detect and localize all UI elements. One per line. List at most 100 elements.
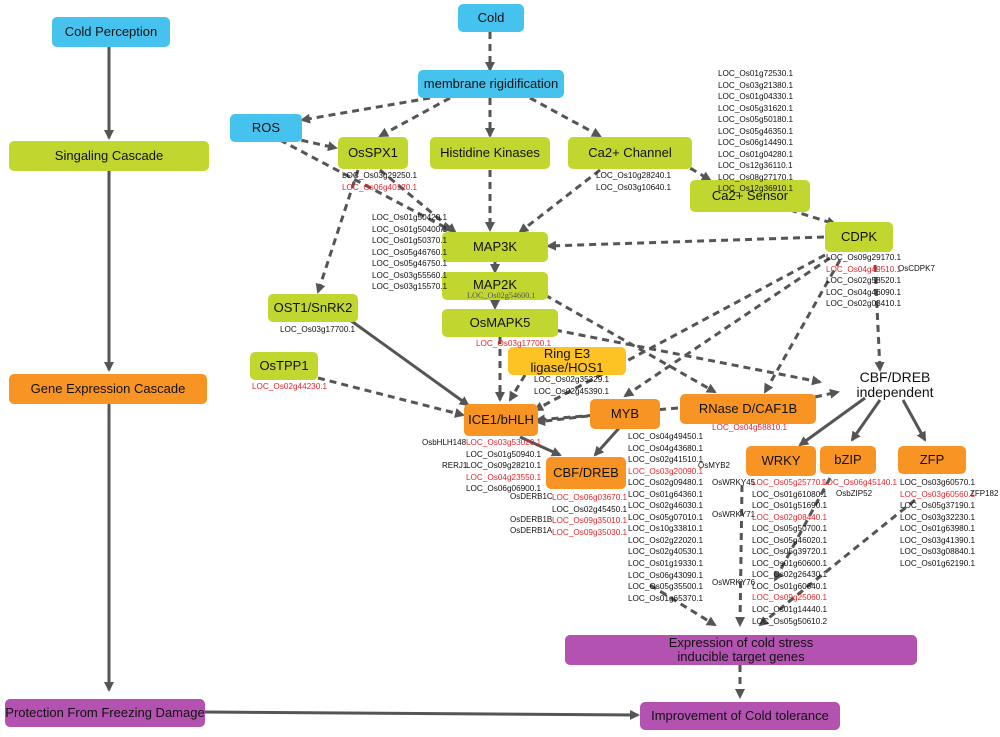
wrky-node: WRKY (746, 446, 816, 476)
locus-item: LOC_Os01g04330.1 (718, 92, 794, 102)
membrane-rigidification-node: membrane rigidification (418, 70, 564, 98)
locus-item: LOC_Os04g46090.1 (826, 287, 902, 297)
ostpp1-locus: LOC_Os02g44230.1 (252, 381, 327, 393)
osspx1-locus: LOC_Os03g29250.1 (342, 171, 418, 180)
edge-rnase-cbf-indep (814, 388, 840, 399)
osbzip52-label: OsbZIP52 (836, 489, 873, 498)
rnase-locus-text: LOC_Os04g58810.1 (712, 423, 788, 432)
locus-item: LOC_Os12g36910.1 (718, 184, 794, 194)
osderb1c-label: OsDERB1C (510, 492, 553, 501)
locus-item: LOC_Os06g03670.1 (552, 493, 628, 502)
locus-item: LOC_Os02g22020.1 (628, 535, 704, 545)
locus-item: LOC_Os05g46350.1 (718, 126, 794, 136)
bzip-locus-text: LOC_Os06g45140.1 (822, 478, 898, 487)
locus-item: LOC_Os03g60560.1 (900, 489, 976, 499)
locus-item: LOC_Os02g58520.1 (826, 276, 902, 286)
myb-node: MYB (590, 399, 660, 429)
locus-item: LOC_Os04g49510.1 (826, 264, 902, 274)
edge-osspx1-map3k (379, 168, 457, 234)
edge-ros-map3k (279, 138, 452, 232)
edge-osspx1-ost1 (315, 169, 360, 294)
edge-osmapk5-cbf-indep (554, 328, 822, 386)
locus-item: LOC_Os08g27170.1 (718, 172, 794, 182)
locus-item: LOC_Os02g09480.1 (628, 478, 704, 488)
osspx1-node: OsSPX1 (338, 137, 408, 169)
locus-item: LOC_Os02g03410.1 (826, 299, 902, 309)
locus-item: LOC_Os01g65370.1 (628, 593, 704, 603)
signaling-cascade-node: Singaling Cascade (9, 141, 209, 171)
cbf-dreb-independent-node: CBF/DREB independent (856, 368, 934, 400)
locus-item: LOC_Os02g40530.1 (628, 547, 704, 557)
osmapk5-locus-text: LOC_Os03g17700.1 (476, 339, 552, 348)
map2k-locus: LOC_Os02g54600.1 (467, 290, 535, 302)
locus-item: LOC_Os02g45390.1 (534, 386, 610, 396)
locus-item: LOC_Os05g25770.1 (752, 478, 828, 487)
edge-cbf-indep-wrky (798, 396, 866, 447)
locus-item: LOC_Os05g35500.1 (628, 582, 704, 592)
edge-cdpk-rnase (763, 259, 842, 394)
locus-item: LOC_Os04g23550.1 (466, 472, 542, 482)
map2k-node: MAP2K (442, 272, 548, 300)
edge-ring-ice1 (508, 374, 527, 402)
oswrky76-label: OsWRKY76 (712, 578, 756, 587)
ros-node: ROS (230, 114, 302, 142)
edge-membrane-ca-channel (529, 96, 602, 138)
locus-item: LOC_Os05g50180.1 (718, 115, 794, 125)
locus-item: LOC_Os05g46760.1 (372, 247, 448, 257)
locus-item: LOC_Os01g19330.1 (628, 559, 704, 569)
edge-cbf-indep-bzip (850, 399, 882, 442)
locus-item: LOC_Os03g55560.1 (372, 270, 448, 280)
edge-ost1-ice1 (349, 318, 470, 407)
edge-cbf-indep-zfp (901, 399, 927, 442)
locus-item: LOC_Os02g41510.1 (628, 455, 704, 465)
edge-myb-ice1 (535, 414, 589, 427)
locus-item: LOC_Os01g50940.1 (466, 449, 542, 459)
locus-item: LOC_Os03g53020.1 (466, 438, 542, 447)
osmapk5-node: OsMAPK5 (442, 309, 558, 337)
edge-cdpk-cbf-indep (873, 264, 885, 372)
locus-item: LOC_Os01g60640.1 (752, 581, 828, 591)
locus-item: LOC_Os05g37190.1 (900, 501, 976, 511)
locus-item: LOC_Os01g62190.1 (900, 558, 976, 568)
locus-item: LOC_Os02g46030.1 (628, 501, 704, 511)
bzip-locus: LOC_Os06g45140.1 (822, 477, 897, 489)
edge-ca-channel-map3k (518, 168, 601, 234)
locus-item: LOC_Os03g15570.1 (372, 282, 448, 292)
cbf-dreb-node: CBF/DREB (546, 457, 626, 489)
locus-item: LOC_Os01g61080.1 (752, 489, 828, 499)
locus-item: LOC_Os05g46750.1 (372, 259, 448, 269)
locus-item: LOC_Os01g50420.1 (372, 213, 448, 222)
ostpp1-node: OsTPP1 (250, 352, 318, 380)
edge-membrane-ros (300, 96, 431, 124)
edge-cdpk-ice1 (533, 253, 826, 412)
locus-item: LOC_Os01g60600.1 (752, 558, 828, 568)
expression-target-genes-node: Expression of cold stress inducible targ… (565, 635, 917, 665)
edge-cdpk-map3k (546, 235, 825, 251)
locus-item: LOC_Os01g63980.1 (900, 524, 976, 534)
osderb1b-label: OsDERB1B (510, 515, 553, 524)
edge-ros-osspx1 (277, 133, 338, 152)
protection-freezing-node: Protection From Freezing Damage (5, 699, 205, 727)
edge-membrane-osspx1 (378, 96, 451, 138)
locus-item: LOC_Os10g28240.1 (596, 171, 672, 180)
osderb1a-label: OsDERB1A (510, 526, 553, 535)
gene-expression-cascade-node: Gene Expression Cascade (9, 374, 207, 404)
histidine-kinases-node: Histidine Kinases (430, 137, 550, 169)
locus-item: LOC_Os06g43090.1 (628, 570, 704, 580)
locus-item: LOC_Os03g32230.1 (900, 512, 976, 522)
locus-item: LOC_Os02g08440.1 (752, 512, 828, 522)
locus-item: LOC_Os06g06900.1 (466, 484, 542, 494)
locus-item: LOC_Os01g72530.1 (718, 69, 794, 78)
zfp-node: ZFP (898, 446, 966, 474)
locus-item: LOC_Os03g60570.1 (900, 478, 976, 487)
locus-item: LOC_Os05g50610.2 (752, 616, 828, 626)
edge-zfp-expression (758, 498, 916, 627)
locus-item: LOC_Os02g35329.1 (534, 375, 610, 384)
locus-item: LOC_Os01g50370.1 (372, 236, 448, 246)
locus-item: LOC_Os10g33810.1 (628, 524, 704, 534)
